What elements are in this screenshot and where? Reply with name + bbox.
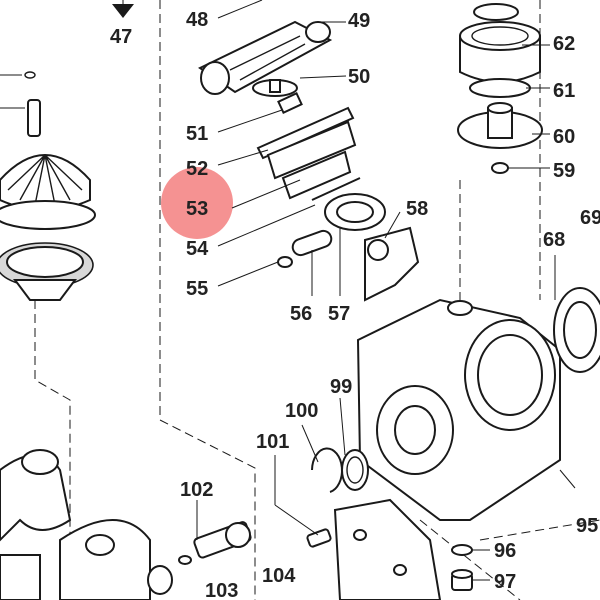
part-label-104[interactable]: 104: [262, 565, 296, 587]
part-label-61[interactable]: 61: [553, 80, 575, 102]
part-47-arrow: [112, 0, 134, 18]
piston-assembly: [198, 20, 357, 200]
part-label-69[interactable]: 69: [580, 207, 600, 229]
part-label-53[interactable]: 53: [186, 198, 208, 220]
main-housing: [356, 298, 561, 521]
part-label-51[interactable]: 51: [186, 123, 208, 145]
pump-head-assembly: [0, 71, 96, 301]
part-label-99[interactable]: 99: [330, 376, 352, 398]
part-label-50[interactable]: 50: [348, 66, 370, 88]
part-label-68[interactable]: 68: [543, 229, 565, 251]
connecting-rod-assembly: [277, 177, 420, 302]
cover-plate: [306, 498, 442, 600]
part-label-101[interactable]: 101: [256, 431, 289, 453]
part-label-57[interactable]: 57: [328, 303, 350, 325]
part-label-59[interactable]: 59: [553, 160, 575, 182]
part-label-60[interactable]: 60: [553, 126, 575, 148]
part-label-47[interactable]: 47: [110, 26, 132, 48]
seal-ring-assembly: [311, 447, 369, 493]
part-label-49[interactable]: 49: [348, 10, 370, 32]
valve-block-assembly: [0, 449, 173, 600]
part-label-95[interactable]: 95: [576, 515, 598, 537]
highlight-marker-53[interactable]: [161, 167, 233, 239]
drain-plug-assembly: [451, 544, 473, 591]
part-label-54[interactable]: 54: [186, 238, 209, 260]
bearing-assembly: [553, 287, 600, 373]
part-label-103[interactable]: 103: [205, 580, 238, 600]
part-labels: 47 48 49 50 51 52 53 54 55 56 57 58 59 6…: [110, 9, 600, 600]
leader-lines: [196, 0, 576, 581]
part-label-100[interactable]: 100: [285, 400, 318, 422]
part-label-96[interactable]: 96: [494, 540, 516, 562]
hose-fitting-assembly: [178, 521, 252, 565]
part-label-58[interactable]: 58: [406, 198, 428, 220]
part-label-55[interactable]: 55: [186, 278, 208, 300]
part-label-56[interactable]: 56: [290, 303, 312, 325]
cylinder-cap-assembly: [457, 3, 543, 174]
part-label-97[interactable]: 97: [494, 571, 516, 593]
part-label-52[interactable]: 52: [186, 158, 208, 180]
part-label-48[interactable]: 48: [186, 9, 208, 31]
part-label-62[interactable]: 62: [553, 33, 575, 55]
part-label-102[interactable]: 102: [180, 479, 213, 501]
